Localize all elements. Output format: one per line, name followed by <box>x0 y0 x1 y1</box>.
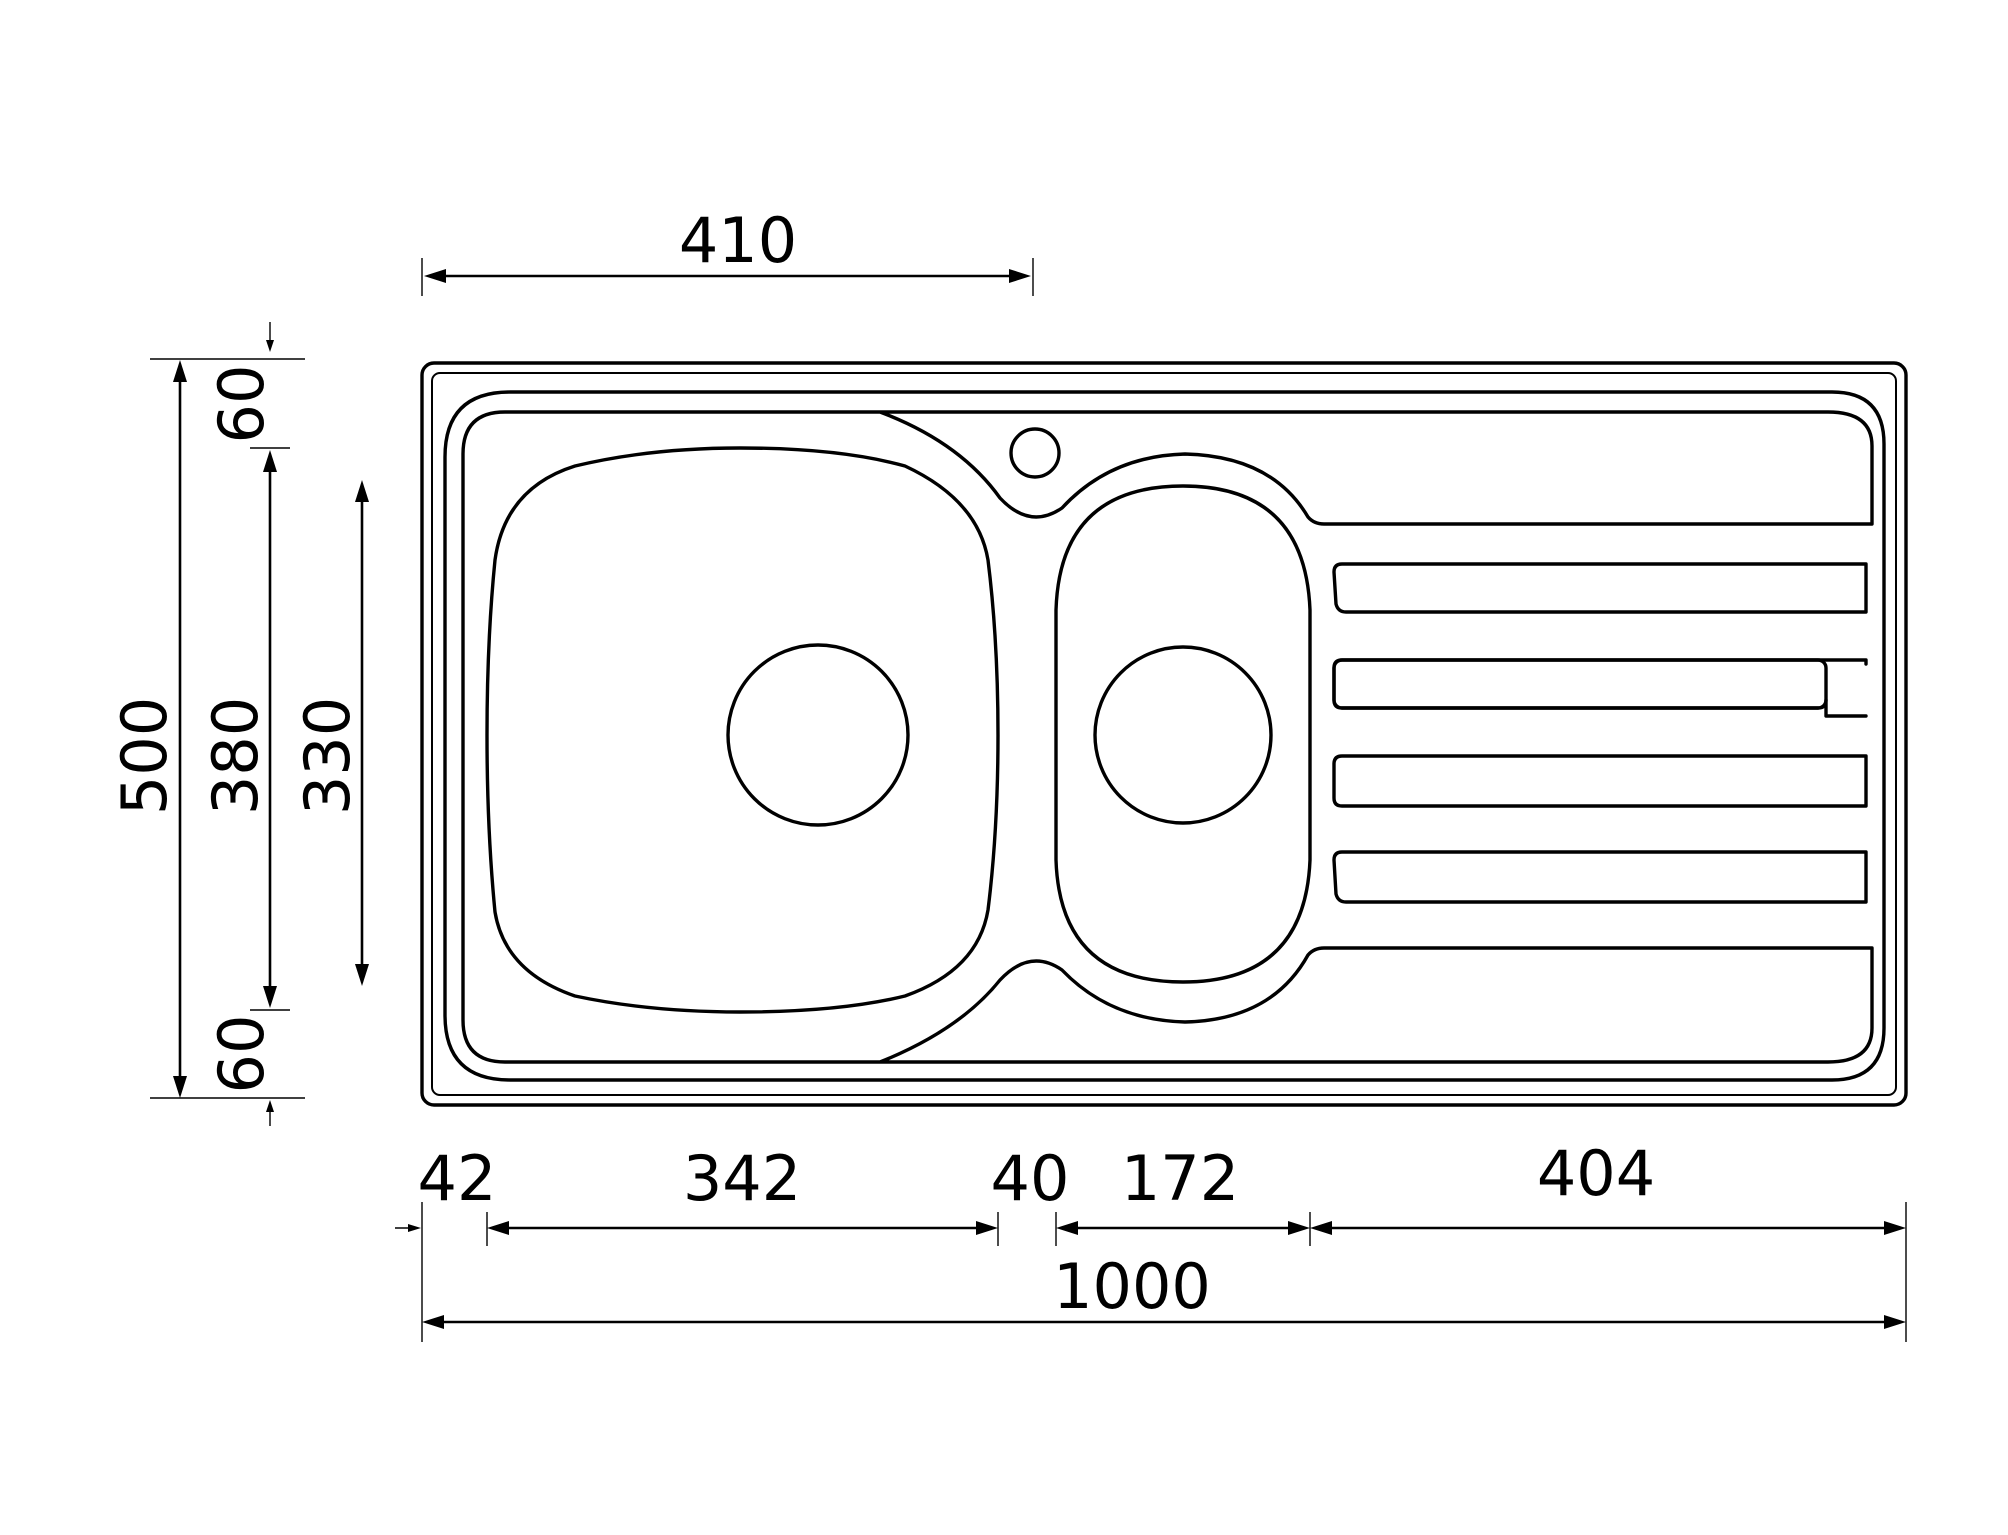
overflow-hole <box>1009 427 1061 479</box>
small-bowl-outline <box>1054 484 1312 984</box>
dimension-top: 410 <box>421 204 1034 296</box>
sink-body <box>420 361 1908 1107</box>
dimension-label-380: 380 <box>199 697 272 815</box>
drainer-groove-short <box>1332 658 1828 710</box>
dimension-label-500: 500 <box>108 697 181 815</box>
small-bowl-drain <box>1093 645 1273 825</box>
drainer-groove <box>1332 850 1868 904</box>
dimension-left: 500 380 330 60 60 <box>108 322 369 1126</box>
drainer-grooves <box>1332 562 1868 904</box>
drainer-ridge-outline <box>461 410 1874 1064</box>
dimension-label-42: 42 <box>418 1142 497 1215</box>
dimension-label-330: 330 <box>291 697 364 815</box>
drainer-groove <box>1332 754 1868 808</box>
dimension-bottom: 42 342 40 172 404 1000 <box>395 1137 1907 1342</box>
drainer-groove <box>1332 562 1868 614</box>
sink-inner-rim <box>431 372 1897 1096</box>
dimension-label-172: 172 <box>1121 1142 1239 1215</box>
dimension-label-410: 410 <box>679 204 797 277</box>
dimension-label-342: 342 <box>683 1142 801 1215</box>
dimension-label-404: 404 <box>1537 1137 1655 1210</box>
main-bowl-outline <box>485 446 1000 1014</box>
dimension-label-60-top: 60 <box>205 365 278 444</box>
sink-recess-edge <box>443 390 1886 1082</box>
dimension-label-1000: 1000 <box>1053 1250 1211 1323</box>
sink-outer-rim <box>420 361 1908 1107</box>
dimension-label-40: 40 <box>991 1142 1070 1215</box>
main-bowl-drain <box>726 643 910 827</box>
dimension-label-60-bottom: 60 <box>205 1015 278 1094</box>
